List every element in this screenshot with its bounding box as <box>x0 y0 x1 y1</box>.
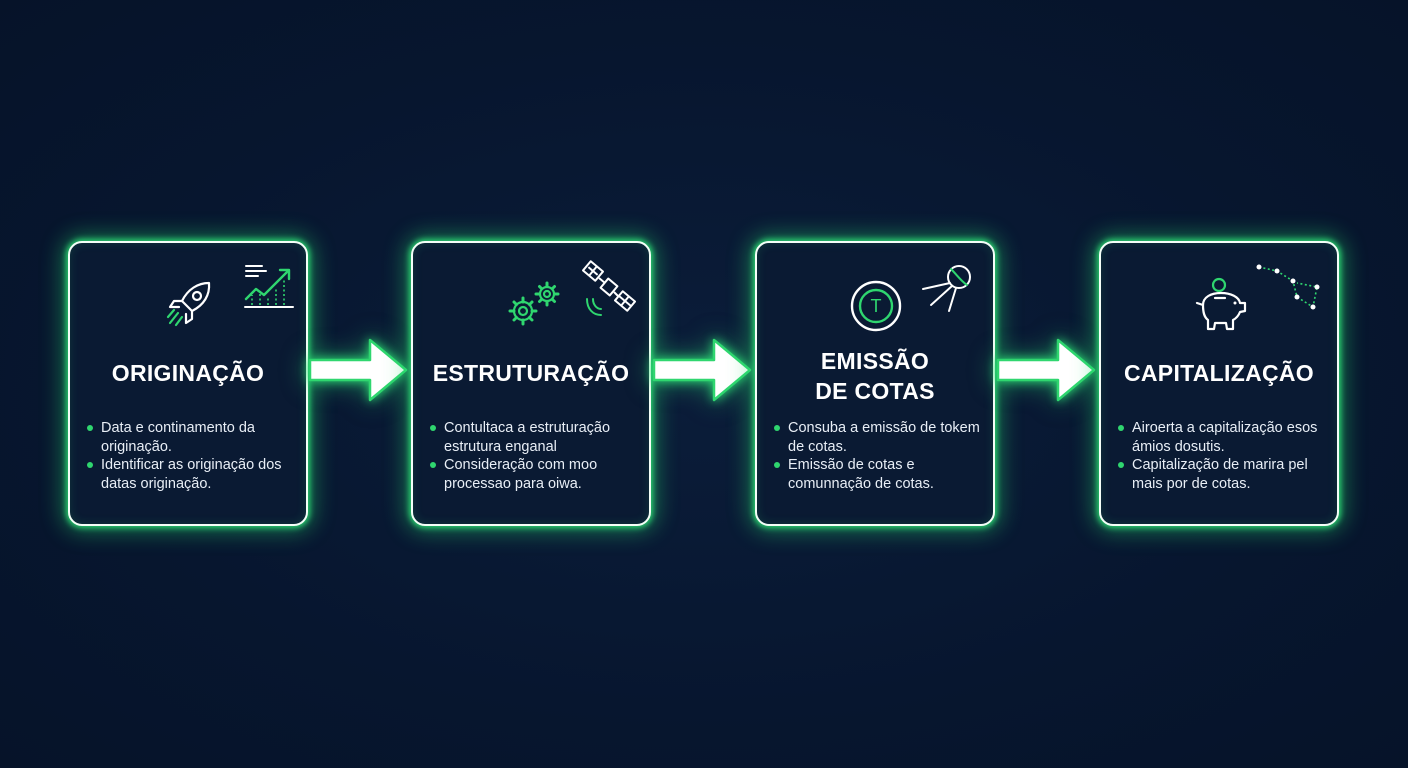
token-symbol: T <box>871 296 882 316</box>
flow-arrow <box>996 338 1096 402</box>
step-title: ORIGINAÇÃO <box>111 360 265 386</box>
bullet-item: Identificar as originação dos datas orig… <box>87 456 297 493</box>
step-title: CAPITALIZAÇÃO <box>1123 360 1314 386</box>
step-card-originacao: ORIGINAÇÃO Data e continamento da origin… <box>68 241 308 526</box>
step-title: ESTRUTURAÇÃO <box>432 360 630 386</box>
piggy-bank-icon <box>1195 277 1247 331</box>
flow-arrow <box>652 338 752 402</box>
bullet-item: Consideração com moo processao para oiwa… <box>430 456 640 493</box>
step-card-capitalizacao: CAPITALIZAÇÃO Airoerta a capitalização e… <box>1099 241 1339 526</box>
gears-icon <box>508 281 560 326</box>
constellation-icon <box>1256 264 1320 310</box>
rocket-icon <box>166 281 211 327</box>
step-title: EMISSÃO DE COTAS <box>815 348 935 404</box>
bullet-item: Emissão de cotas e comunnação de cotas. <box>774 456 984 493</box>
step-bullet-list: Data e continamento da originação. Ident… <box>87 419 297 493</box>
step-bullet-list: Airoerta a capitalização esos ámios dosu… <box>1118 419 1328 493</box>
bullet-item: Contultaca a estruturação estrutura enga… <box>430 419 640 456</box>
bullet-item: Airoerta a capitalização esos ámios dosu… <box>1118 419 1328 456</box>
flow-arrow <box>308 338 408 402</box>
bullet-item: Data e continamento da originação. <box>87 419 297 456</box>
step-bullet-list: Consuba a emissão de tokem de cotas. Emi… <box>774 419 984 493</box>
step-card-emissao-de-cotas: T EMISSÃO DE COTAS Consuba a emissão de … <box>755 241 995 526</box>
token-coin-icon: T <box>850 280 902 332</box>
bullet-item: Consuba a emissão de tokem de cotas. <box>774 419 984 456</box>
chart-growth-icon <box>244 265 294 308</box>
sputnik-icon <box>922 265 971 312</box>
satellite-icon <box>582 260 636 316</box>
step-card-estruturacao: ESTRUTURAÇÃO Contultaca a estruturação e… <box>411 241 651 526</box>
bullet-item: Capitalização de marira pel mais por de … <box>1118 456 1328 493</box>
step-bullet-list: Contultaca a estruturação estrutura enga… <box>430 419 640 493</box>
